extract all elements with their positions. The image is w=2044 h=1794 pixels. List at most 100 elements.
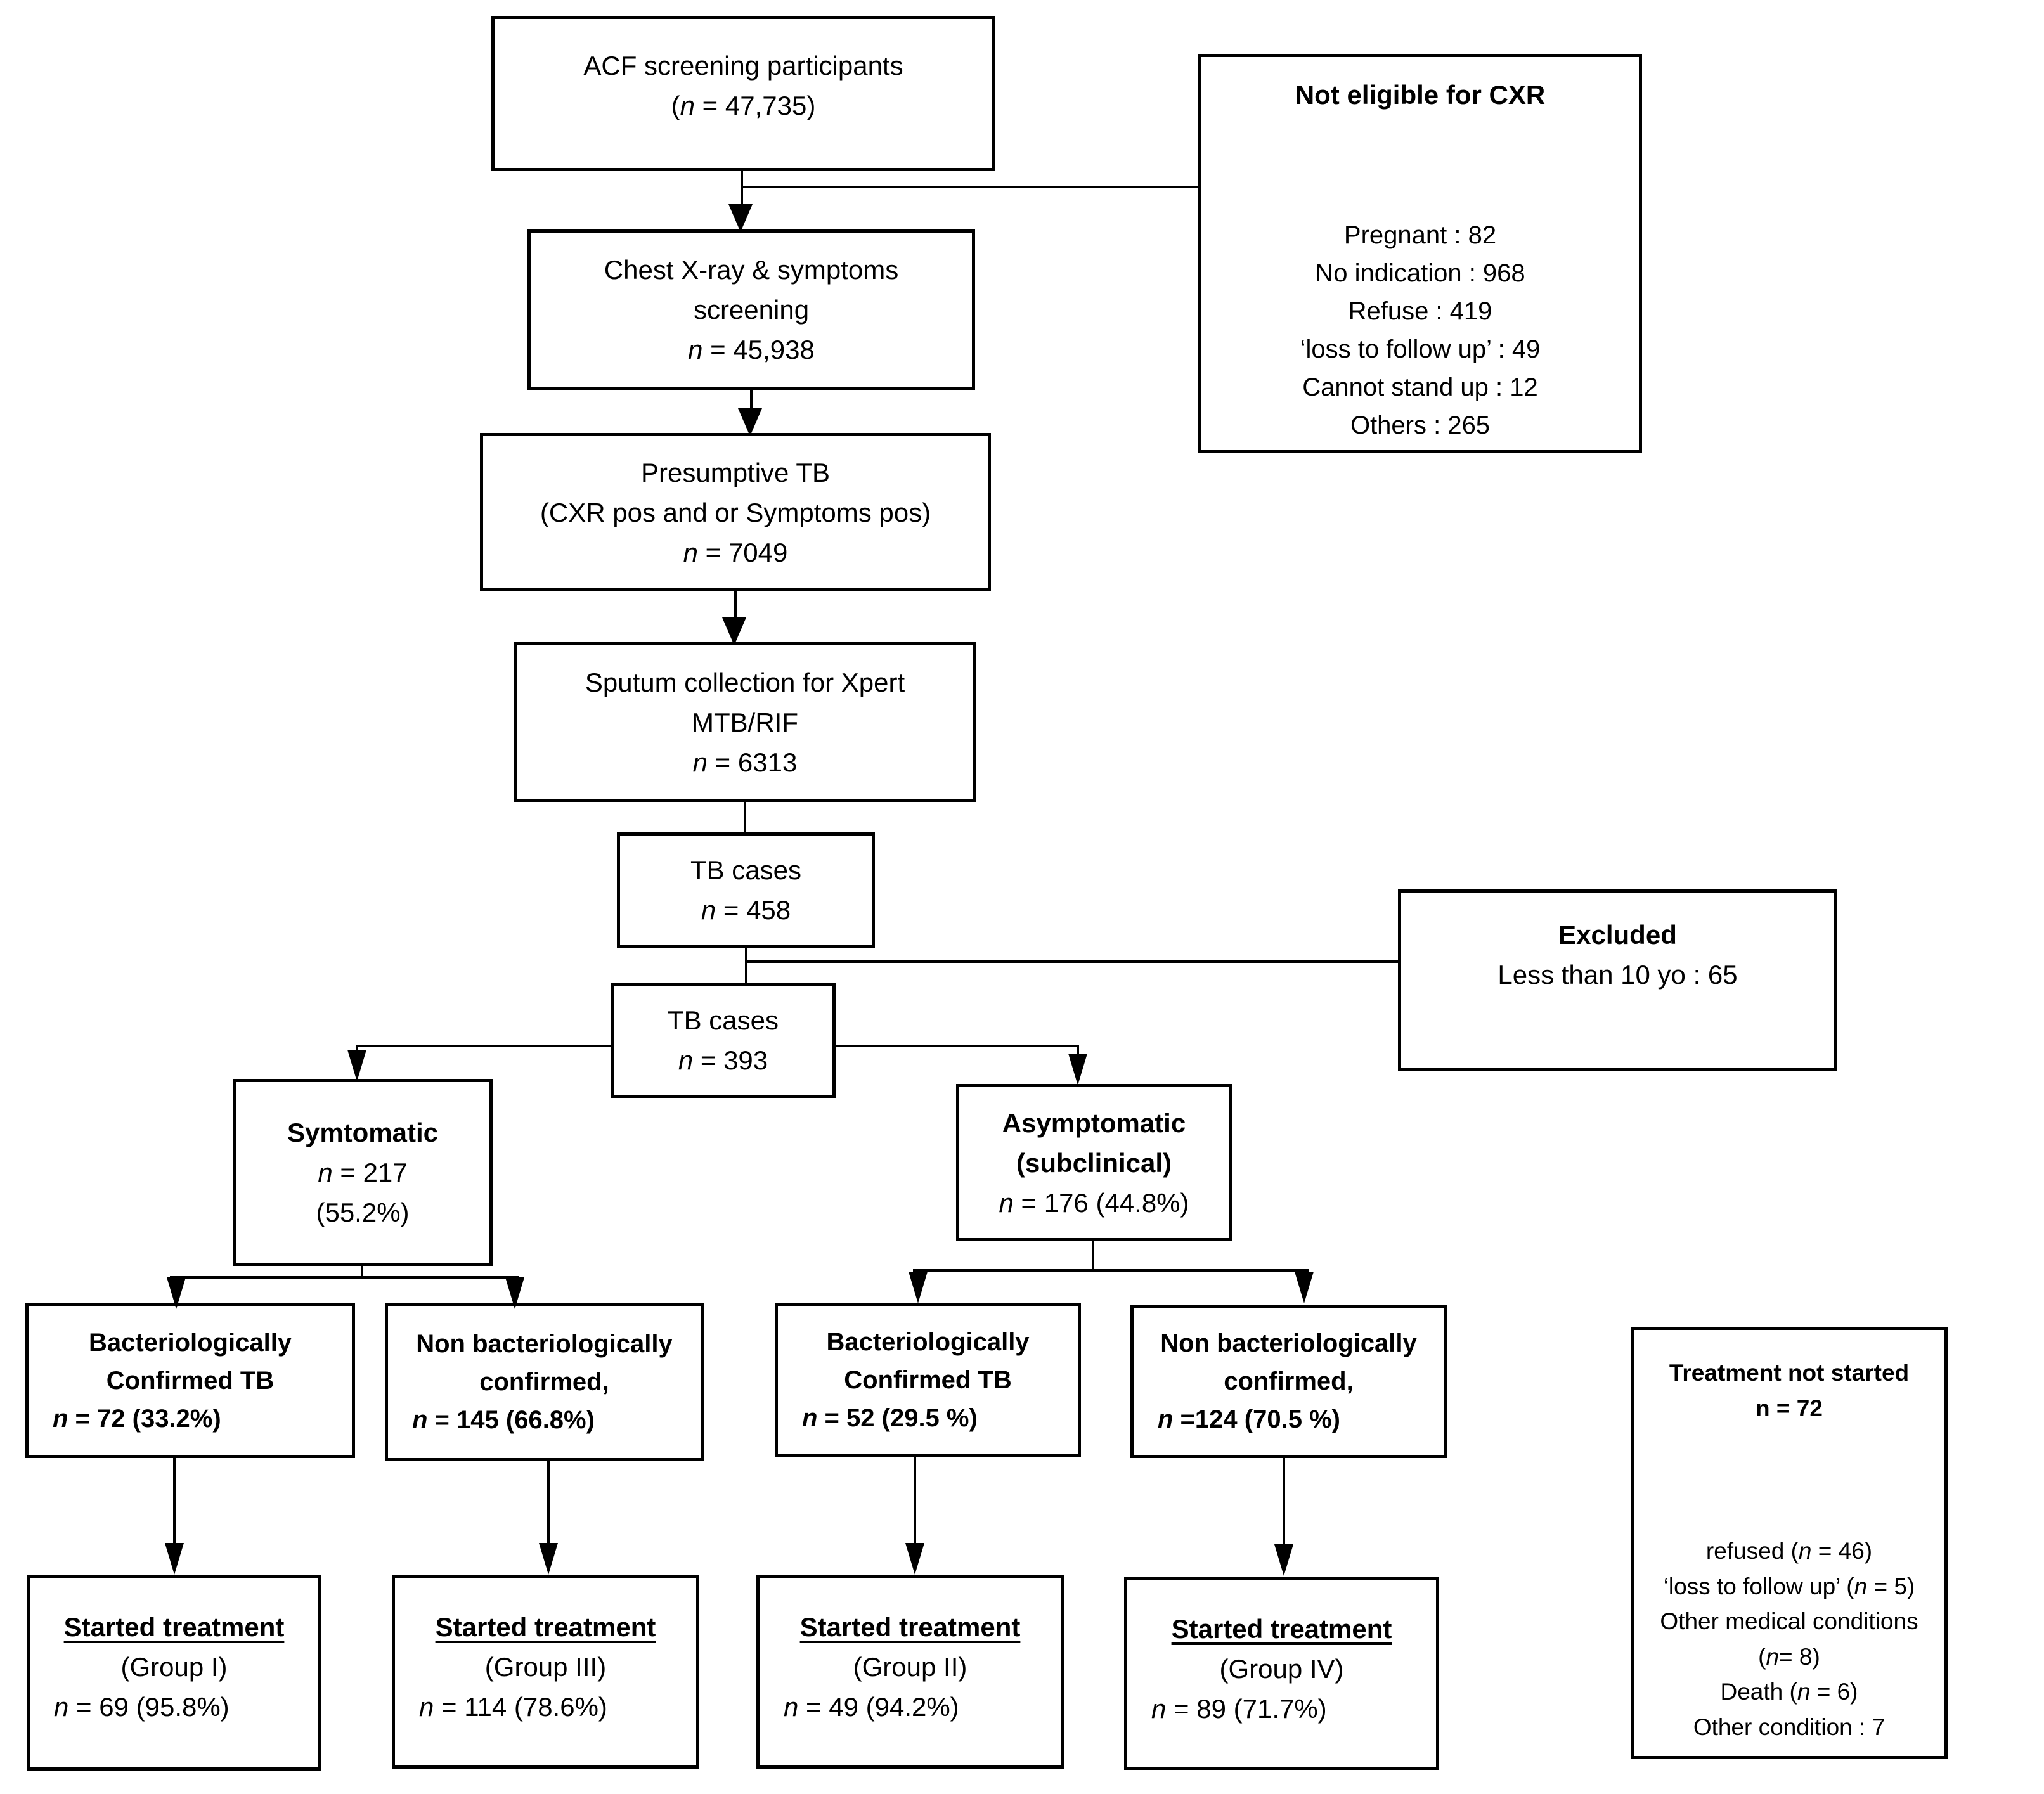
box-chest-xray-screening: Chest X-ray & symptoms screening n = 45,…	[527, 229, 975, 390]
not-started-item: (n= 8)	[1758, 1643, 1820, 1670]
box-treatment-not-started: Treatment not started n = 72 refused (n …	[1631, 1327, 1948, 1759]
not-started-item: Other condition : 7	[1693, 1713, 1886, 1740]
box-non-bact-symptomatic: Non bacteriologically confirmed, n = 145…	[385, 1303, 704, 1461]
nonbact-sym-count: n = 145 (66.8%)	[412, 1406, 595, 1434]
connector-asymptomatic-stub	[1092, 1241, 1094, 1270]
box-excluded: Excluded Less than 10 yo : 65	[1398, 889, 1837, 1071]
tb458-count: n = 458	[701, 895, 791, 925]
symptomatic-pct: (55.2%)	[316, 1197, 410, 1227]
not-eligible-item: Cannot stand up : 12	[1302, 373, 1538, 401]
arrowhead-acf-to-cxr	[728, 204, 753, 232]
connector-cxr-down	[750, 390, 753, 414]
box-started-treatment-group2: Started treatment (Group II) n = 49 (94.…	[756, 1575, 1064, 1769]
bact-asym-line: Confirmed TB	[844, 1365, 1012, 1394]
cxr-line: Chest X-ray & symptoms	[604, 255, 899, 285]
group2-title: Started treatment	[799, 1612, 1021, 1642]
presumptive-line: (CXR pos and or Symptoms pos)	[540, 497, 931, 527]
tb458-label: TB cases	[690, 855, 802, 885]
connector-presumptive-down	[734, 591, 737, 621]
not-eligible-item: Others : 265	[1350, 411, 1491, 439]
connector-tb393-right	[836, 1045, 1079, 1047]
group3-title: Started treatment	[435, 1612, 656, 1642]
arrowhead-to-group3	[539, 1543, 558, 1575]
excluded-title: Excluded	[1558, 920, 1677, 950]
connector-bact-sym-down	[173, 1458, 176, 1546]
bact-sym-line: Bacteriologically	[88, 1328, 292, 1357]
bact-asym-count: n = 52 (29.5 %)	[802, 1404, 978, 1432]
connector-tb458-to-excluded	[746, 960, 1398, 963]
group3-label: (Group III)	[484, 1652, 607, 1682]
not-started-item: refused (n = 46)	[1705, 1538, 1873, 1564]
bact-sym-line: Confirmed TB	[106, 1366, 275, 1395]
group1-count: n = 69 (95.8%)	[54, 1692, 230, 1722]
arrowhead-cxr-to-presumptive	[738, 408, 762, 436]
not-eligible-item: ‘loss to follow up’ : 49	[1300, 335, 1541, 363]
group2-label: (Group II)	[853, 1652, 967, 1682]
symptomatic-title: Symtomatic	[287, 1118, 439, 1147]
arrowhead-to-group1	[165, 1543, 184, 1575]
asymptomatic-subtitle: (subclinical)	[1016, 1147, 1172, 1178]
symptomatic-count: n = 217	[318, 1158, 408, 1187]
connector-nonbact-sym-down	[547, 1461, 550, 1546]
connector-tb458-to-tb393	[745, 948, 747, 984]
tb393-label: TB cases	[667, 1005, 779, 1035]
arrowhead-to-group2	[905, 1543, 924, 1575]
arrowhead-to-bact-sym	[167, 1277, 186, 1309]
arrowhead-to-symptomatic	[347, 1050, 366, 1081]
not-started-item: Other medical conditions	[1660, 1608, 1918, 1634]
arrowhead-presumptive-to-sputum	[722, 617, 746, 645]
not-eligible-title: Not eligible for CXR	[1295, 80, 1546, 110]
not-started-count: n = 72	[1756, 1395, 1823, 1421]
connector-bact-asym-down	[914, 1457, 916, 1546]
box-symptomatic: Symtomatic n = 217 (55.2%)	[233, 1079, 493, 1266]
connector-tb393-right-drop	[1077, 1045, 1079, 1060]
connector-tb393-left	[357, 1045, 611, 1047]
sputum-line: MTB/RIF	[692, 707, 798, 737]
presumptive-count: n = 7049	[683, 537, 788, 567]
not-started-item: Death (n = 6)	[1720, 1679, 1858, 1705]
connector-sputum-to-tb458	[744, 802, 746, 835]
sputum-count: n = 6313	[692, 747, 798, 777]
not-started-item: ‘loss to follow up’ (n = 5)	[1663, 1573, 1915, 1599]
box-presumptive-tb: Presumptive TB (CXR pos and or Symptoms …	[480, 433, 991, 591]
connector-symptomatic-split	[170, 1276, 519, 1279]
not-eligible-item: No indication : 968	[1315, 259, 1525, 287]
arrowhead-to-asymptomatic	[1068, 1054, 1087, 1085]
group4-count: n = 89 (71.7%)	[1151, 1694, 1327, 1724]
sputum-line: Sputum collection for Xpert	[585, 667, 905, 697]
acf-label: ACF screening participants	[583, 51, 903, 81]
connector-asymptomatic-split	[913, 1269, 1309, 1272]
asymptomatic-count: n = 176 (44.8%)	[999, 1187, 1189, 1218]
arrowhead-to-group4	[1274, 1544, 1293, 1576]
group1-title: Started treatment	[63, 1612, 285, 1642]
box-started-treatment-group4: Started treatment (Group IV) n = 89 (71.…	[1124, 1577, 1439, 1770]
acf-count: (n = 47,735)	[671, 91, 816, 120]
nonbact-sym-line: Non bacteriologically	[416, 1330, 673, 1358]
not-started-title: Treatment not started	[1669, 1360, 1910, 1386]
box-acf-screening-participants: ACF screening participants (n = 47,735)	[491, 16, 995, 171]
asymptomatic-title: Asymptomatic	[1002, 1107, 1186, 1138]
box-tb-cases-458: TB cases n = 458	[617, 832, 875, 948]
nonbact-asym-count: n =124 (70.5 %)	[1158, 1405, 1340, 1433]
box-non-bact-asymptomatic: Non bacteriologically confirmed, n =124 …	[1130, 1305, 1447, 1458]
group4-label: (Group IV)	[1219, 1654, 1344, 1684]
presumptive-line: Presumptive TB	[641, 457, 830, 487]
nonbact-sym-line: confirmed,	[479, 1368, 609, 1396]
group1-label: (Group I)	[120, 1652, 228, 1682]
nonbact-asym-line: Non bacteriologically	[1160, 1329, 1417, 1357]
cxr-line: screening	[693, 295, 810, 325]
box-sputum-collection: Sputum collection for Xpert MTB/RIF n = …	[514, 642, 976, 802]
box-started-treatment-group3: Started treatment (Group III) n = 114 (7…	[392, 1575, 699, 1769]
box-bact-confirmed-symptomatic: Bacteriologically Confirmed TB n = 72 (3…	[25, 1303, 355, 1458]
group3-count: n = 114 (78.6%)	[419, 1692, 607, 1722]
not-eligible-item: Refuse : 419	[1348, 297, 1492, 325]
connector-acf-down	[741, 171, 743, 209]
nonbact-asym-line: confirmed,	[1224, 1367, 1354, 1395]
box-started-treatment-group1: Started treatment (Group I) n = 69 (95.8…	[27, 1575, 321, 1771]
box-tb-cases-393: TB cases n = 393	[611, 983, 836, 1098]
excluded-line: Less than 10 yo : 65	[1497, 960, 1738, 990]
cxr-count: n = 45,938	[688, 335, 815, 365]
connector-nonbact-asym-down	[1283, 1458, 1285, 1546]
tb393-count: n = 393	[678, 1045, 768, 1075]
